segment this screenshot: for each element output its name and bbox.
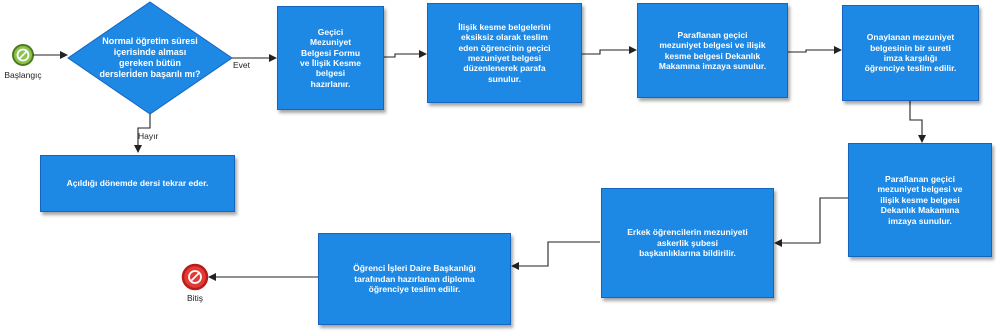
start-label: Başlangıç bbox=[4, 70, 42, 80]
task-deliver-certificate-copy[interactable]: Onaylanan mezuniyet belgesinin bir suret… bbox=[842, 5, 979, 101]
connector-decision-to-retry bbox=[134, 114, 151, 153]
connector-t2-to-t3 bbox=[582, 46, 637, 55]
connector-t4-to-t5 bbox=[909, 101, 926, 143]
task-temporary-graduation-form[interactable]: Geçici Mezuniyet Belgesi Formu ve İlişik… bbox=[277, 6, 384, 110]
decision-text: Normal öğretim süresi içerisinde alması … bbox=[99, 36, 201, 79]
connector-t5-to-t6 bbox=[774, 197, 848, 247]
task-submit-to-dean-signature-2[interactable]: Paraflanan geçici mezuniyet belgesi ve i… bbox=[848, 143, 992, 257]
edge-label-yes: Evet bbox=[233, 60, 251, 70]
connector-t3-to-t4 bbox=[788, 46, 842, 54]
task-prepare-temporary-certificate[interactable]: İlişik kesme belgelerini eksiksiz olarak… bbox=[427, 3, 582, 103]
task-retake-course[interactable]: Açıldığı dönemde dersi tekrar eder. bbox=[40, 155, 235, 212]
end-label: Bitiş bbox=[186, 293, 204, 303]
task-notify-military-office[interactable]: Erkek öğrencilerin mezuniyeti askerlik ş… bbox=[601, 188, 774, 298]
start-event[interactable] bbox=[12, 44, 34, 66]
edge-label-no: Hayır bbox=[138, 131, 159, 141]
task-submit-to-dean-signature[interactable]: Paraflanan geçici mezuniyet belgesi ve i… bbox=[637, 3, 788, 98]
end-event[interactable] bbox=[181, 263, 209, 291]
connector-t6-to-t7 bbox=[511, 241, 600, 270]
connector-t1-to-t2 bbox=[384, 50, 427, 58]
task-deliver-diploma[interactable]: Öğrenci İşleri Daire Başkanlığı tarafınd… bbox=[318, 233, 511, 325]
